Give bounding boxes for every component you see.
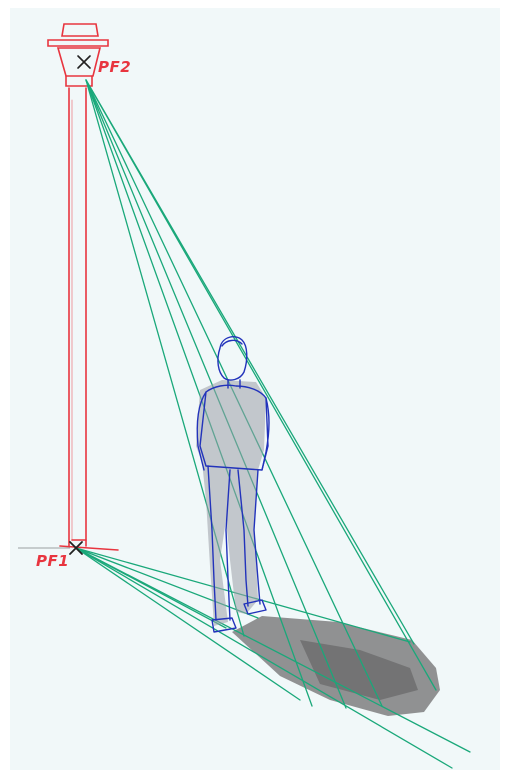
figure-head [218, 337, 247, 380]
street-lamp [48, 24, 118, 550]
lamp-brim [48, 40, 108, 46]
lamp-housing [58, 48, 100, 76]
ray-6 [86, 80, 436, 690]
pf2-label: PF2 [98, 58, 131, 76]
lamp-top-cap [62, 24, 98, 36]
cast-shadow [232, 616, 440, 716]
pf1-label: PF1 [36, 552, 69, 570]
pf2-marker [78, 56, 90, 68]
